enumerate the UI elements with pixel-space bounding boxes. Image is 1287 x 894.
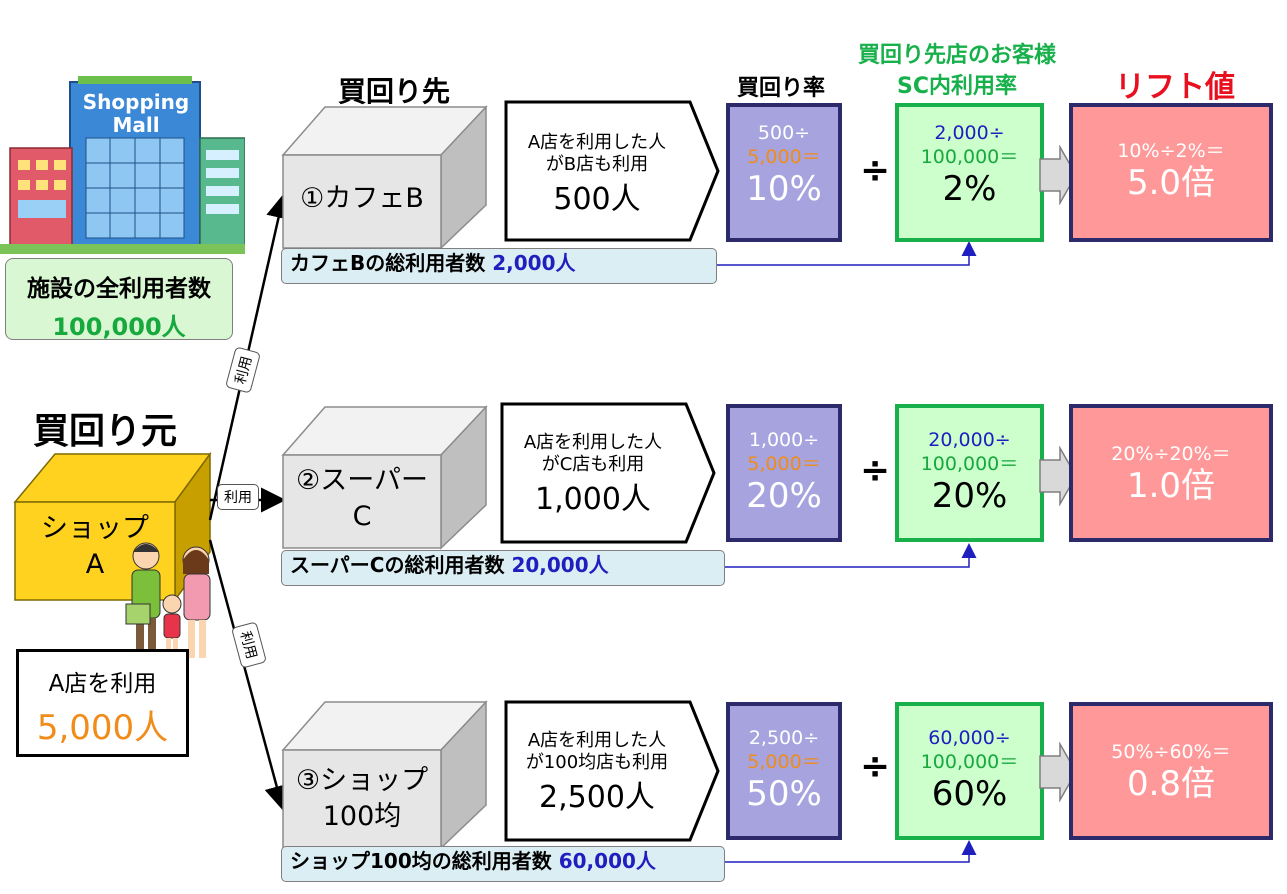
- header-origin: 買回り元: [33, 411, 178, 452]
- row3-lift-box: 50%÷60%＝ 0.8倍: [1069, 702, 1273, 840]
- row3-rate-num: 2,500÷: [748, 727, 820, 749]
- origin-users-label: A店を利用: [48, 671, 157, 697]
- header-destination: 買回り先: [338, 75, 451, 108]
- row3-lift-result: 0.8倍: [1126, 764, 1216, 804]
- row2-cross-text2: がC店も利用: [541, 454, 645, 475]
- row2-lift-arrow-icon: [1039, 446, 1077, 506]
- row3-dest-label2: 100均: [322, 801, 402, 832]
- shopping-mall-icon: [0, 76, 245, 254]
- row3-cross-arrow: [504, 700, 720, 842]
- origin-shop-label-line2: A: [85, 549, 105, 580]
- row1-rate-num: 500÷: [757, 122, 811, 144]
- row3-cross-value: 2,500人: [539, 780, 655, 815]
- row1-lift-formula: 10%÷2%＝: [1117, 140, 1225, 162]
- row3-cross-text1: A店を利用した人: [527, 730, 667, 751]
- mall-sign-line1: Shopping: [82, 90, 190, 114]
- mall-sign-line2: Mall: [112, 113, 160, 137]
- row1-lift-result: 5.0倍: [1126, 163, 1216, 203]
- row1-dest-label: ①カフェB: [300, 183, 424, 214]
- row2-cross-value: 1,000人: [535, 482, 651, 517]
- row1-dest-cube: [281, 105, 488, 250]
- header-sc-rate-line2: SC内利用率: [897, 74, 1017, 99]
- row2-total-label: スーパーCの総利用者数: [290, 553, 512, 577]
- row3-sc-den: 100,000＝: [920, 751, 1019, 773]
- row1-cross-text1: A店を利用した人: [527, 132, 667, 153]
- row1-rate-result: 10%: [746, 169, 822, 209]
- row2-total-value: 20,000人: [511, 553, 609, 577]
- origin-users-value: 5,000人: [36, 708, 169, 748]
- row3-sc-result: 60%: [931, 774, 1008, 814]
- row1-buy-rate-box: 500÷ 5,000＝ 10%: [726, 103, 842, 242]
- origin-shop-label-line1: ショップ: [41, 513, 149, 544]
- row3-lift-formula: 50%÷60%＝: [1111, 741, 1231, 763]
- row2-rate-den: 5,000＝: [747, 453, 821, 475]
- row3-rate-den: 5,000＝: [747, 751, 821, 773]
- row1-lift-arrow-icon: [1039, 145, 1077, 205]
- row2-sc-rate-box: 20,000÷ 100,000＝ 20%: [895, 404, 1044, 542]
- customers-icon: [125, 542, 211, 658]
- row2-divide-sign: ÷: [860, 450, 891, 491]
- row2-cross-arrow: [500, 402, 716, 544]
- row1-total-bar: カフェBの総利用者数 2,000人: [281, 248, 717, 284]
- row2-total-bar: スーパーCの総利用者数 20,000人: [281, 550, 725, 586]
- row2-buy-rate-box: 1,000÷ 5,000＝ 20%: [726, 404, 842, 542]
- row2-sc-den: 100,000＝: [920, 453, 1019, 475]
- origin-users-box: A店を利用 5,000人: [16, 649, 189, 757]
- row2-lift-result: 1.0倍: [1126, 466, 1216, 506]
- row2-lift-formula: 20%÷20%＝: [1111, 443, 1231, 465]
- row2-rate-result: 20%: [746, 476, 822, 516]
- row1-divide-sign: ÷: [860, 150, 891, 191]
- row1-sc-rate-box: 2,000÷ 100,000＝ 2%: [895, 103, 1044, 242]
- row2-lift-box: 20%÷20%＝ 1.0倍: [1069, 404, 1273, 542]
- row1-cross-value: 500人: [553, 182, 641, 217]
- row2-sc-result: 20%: [931, 476, 1008, 516]
- row3-sc-rate-box: 60,000÷ 100,000＝ 60%: [895, 702, 1044, 840]
- row1-cross-arrow: [504, 100, 720, 242]
- header-sc-rate-line1: 買回り先店のお客様: [858, 43, 1057, 68]
- use-badge-2: 利用: [217, 484, 259, 510]
- row3-lift-arrow-icon: [1039, 742, 1077, 802]
- header-buy-rate: 買回り率: [737, 76, 826, 101]
- row1-lift-box: 10%÷2%＝ 5.0倍: [1069, 103, 1273, 242]
- row1-total-label: カフェBの総利用者数: [290, 251, 493, 275]
- row3-buy-rate-box: 2,500÷ 5,000＝ 50%: [726, 702, 842, 840]
- row2-dest-label2: C: [352, 501, 372, 532]
- row2-sc-num: 20,000÷: [928, 429, 1011, 451]
- row2-rate-num: 1,000÷: [748, 429, 820, 451]
- row3-dest-cube: [281, 700, 488, 850]
- row3-rate-result: 50%: [746, 774, 822, 814]
- row3-cross-text2: が100均店も利用: [525, 752, 669, 773]
- row1-sc-den: 100,000＝: [920, 146, 1019, 168]
- row1-sc-result: 2%: [942, 169, 997, 209]
- header-lift: リフト値: [1115, 70, 1235, 105]
- mall-total-box: 施設の全利用者数 100,000人: [5, 258, 233, 341]
- row1-rate-den: 5,000＝: [747, 146, 821, 168]
- row3-total-bar: ショップ100均の総利用者数 60,000人: [281, 846, 725, 882]
- row1-sc-num: 2,000÷: [934, 122, 1005, 144]
- mall-total-label: 施設の全利用者数: [27, 276, 211, 302]
- row2-cross-text1: A店を利用した人: [523, 432, 663, 453]
- row1-total-value: 2,000人: [492, 251, 576, 275]
- row1-cross-text2: がB店も利用: [545, 154, 649, 175]
- row3-total-value: 60,000人: [558, 849, 656, 873]
- row3-sc-num: 60,000÷: [928, 727, 1011, 749]
- mall-total-value: 100,000人: [52, 313, 186, 341]
- row3-total-label: ショップ100均の総利用者数: [290, 849, 559, 873]
- row3-dest-label1: ③ショップ: [295, 765, 429, 796]
- row3-divide-sign: ÷: [860, 746, 891, 787]
- row2-dest-label1: ②スーパー: [296, 465, 428, 496]
- row2-dest-cube: [281, 405, 488, 550]
